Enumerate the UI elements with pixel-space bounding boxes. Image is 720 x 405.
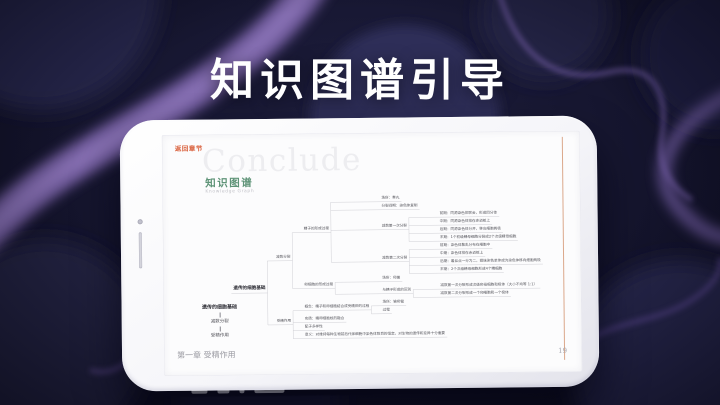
camera-icon	[137, 219, 143, 225]
mindmap-node-label: 前期：同源染色体联会，形成四分体	[439, 210, 498, 216]
mindmap-node-label: 受精作用	[276, 318, 292, 323]
mindmap-node-label: 中期：染色体排在赤道板上	[439, 250, 484, 256]
speaker-slot	[138, 232, 143, 269]
overview-title: 遗传的细胞基础	[202, 304, 238, 311]
footer-chapter-label: 第一章 受精作用	[177, 350, 236, 360]
mindmap-node-label: 意义：对维持每种生物前后代体细胞中染色体数目的恒定，对生物的遗传和变异十分重要	[304, 331, 446, 337]
tablet-frame: 返回章节 Conclude 知识图谱 Knowledge Graph 遗传的细胞…	[119, 115, 600, 392]
chapter-overview-chain: 遗传的细胞基础 减数分裂 受精作用	[192, 303, 248, 339]
mindmap-node-label: 后期：着丝点一分为二，姐妹染色单体成为染色体移向细胞两极	[440, 258, 541, 264]
mindmap-node-label: 配子多样性	[304, 324, 323, 329]
mindmap-node-label: 实质：精卵细胞核的融合	[304, 316, 345, 321]
mindmap-node-label: 末期：1个初级精母细胞分裂成2个次级精母细胞	[439, 234, 517, 240]
mindmap-node-label: 前期：染色体散乱分布在细胞中	[439, 242, 491, 248]
page-number: 19	[558, 346, 568, 355]
document-page: 返回章节 Conclude 知识图谱 Knowledge Graph 遗传的细胞…	[161, 130, 583, 377]
mindmap-node-label: 场所：卵巢	[382, 275, 401, 280]
connector-line	[219, 325, 221, 331]
overview-item: 减数分裂	[210, 319, 229, 325]
mindmap-node-label: 分裂间期：染色体复制	[381, 203, 418, 208]
mindmap-node-label: 精子的形成过程	[303, 226, 329, 231]
knowledge-graph: 遗传的细胞基础减数分裂精子的形成过程场所：睾丸分裂间期：染色体复制减数第一次分裂…	[162, 131, 583, 376]
mindmap-node-label: 减数分裂	[276, 254, 291, 259]
mindmap-node-label: 减数第一次分裂形成次级卵母细胞和极体（大小不均等 1:1）	[440, 282, 538, 288]
mindmap-node-label: 后期：同源染色体分开，移向细胞两极	[439, 226, 501, 232]
mindmap-node-label: 中期：同源染色体排在赤道板上	[439, 218, 491, 224]
mindmap-node-label: 卵细胞的形成过程	[304, 282, 334, 287]
knowledge-graph-lines	[231, 201, 543, 339]
mindmap-node-label: 减数第一次分裂	[381, 223, 407, 228]
mindmap-node-label: 遗传的细胞基础	[233, 286, 266, 292]
page-title: 知识图谱引导	[210, 55, 510, 106]
mindmap-node-label: 减数第二次分裂形成一个卵细胞和一个极体	[440, 290, 509, 296]
mindmap-node-label: 末期：2个次级精母细胞形成4个精细胞	[440, 266, 503, 272]
mindmap-node-label: 概念：精子和卵细胞结合成受精卵的过程	[304, 303, 370, 309]
knowledge-graph-labels: 遗传的细胞基础减数分裂精子的形成过程场所：睾丸分裂间期：染色体复制减数第一次分裂…	[162, 131, 583, 376]
connector-line	[219, 311, 220, 317]
mindmap-node-label: 场所：输卵管	[382, 299, 405, 304]
mindmap-node-label: 过程	[382, 307, 390, 312]
mindmap-node-label: 与精子形成的区别	[382, 287, 412, 292]
overview-item: 受精作用	[210, 333, 229, 339]
mindmap-node-label: 场所：睾丸	[381, 195, 400, 200]
mindmap-node-label: 减数第二次分裂	[382, 255, 408, 260]
